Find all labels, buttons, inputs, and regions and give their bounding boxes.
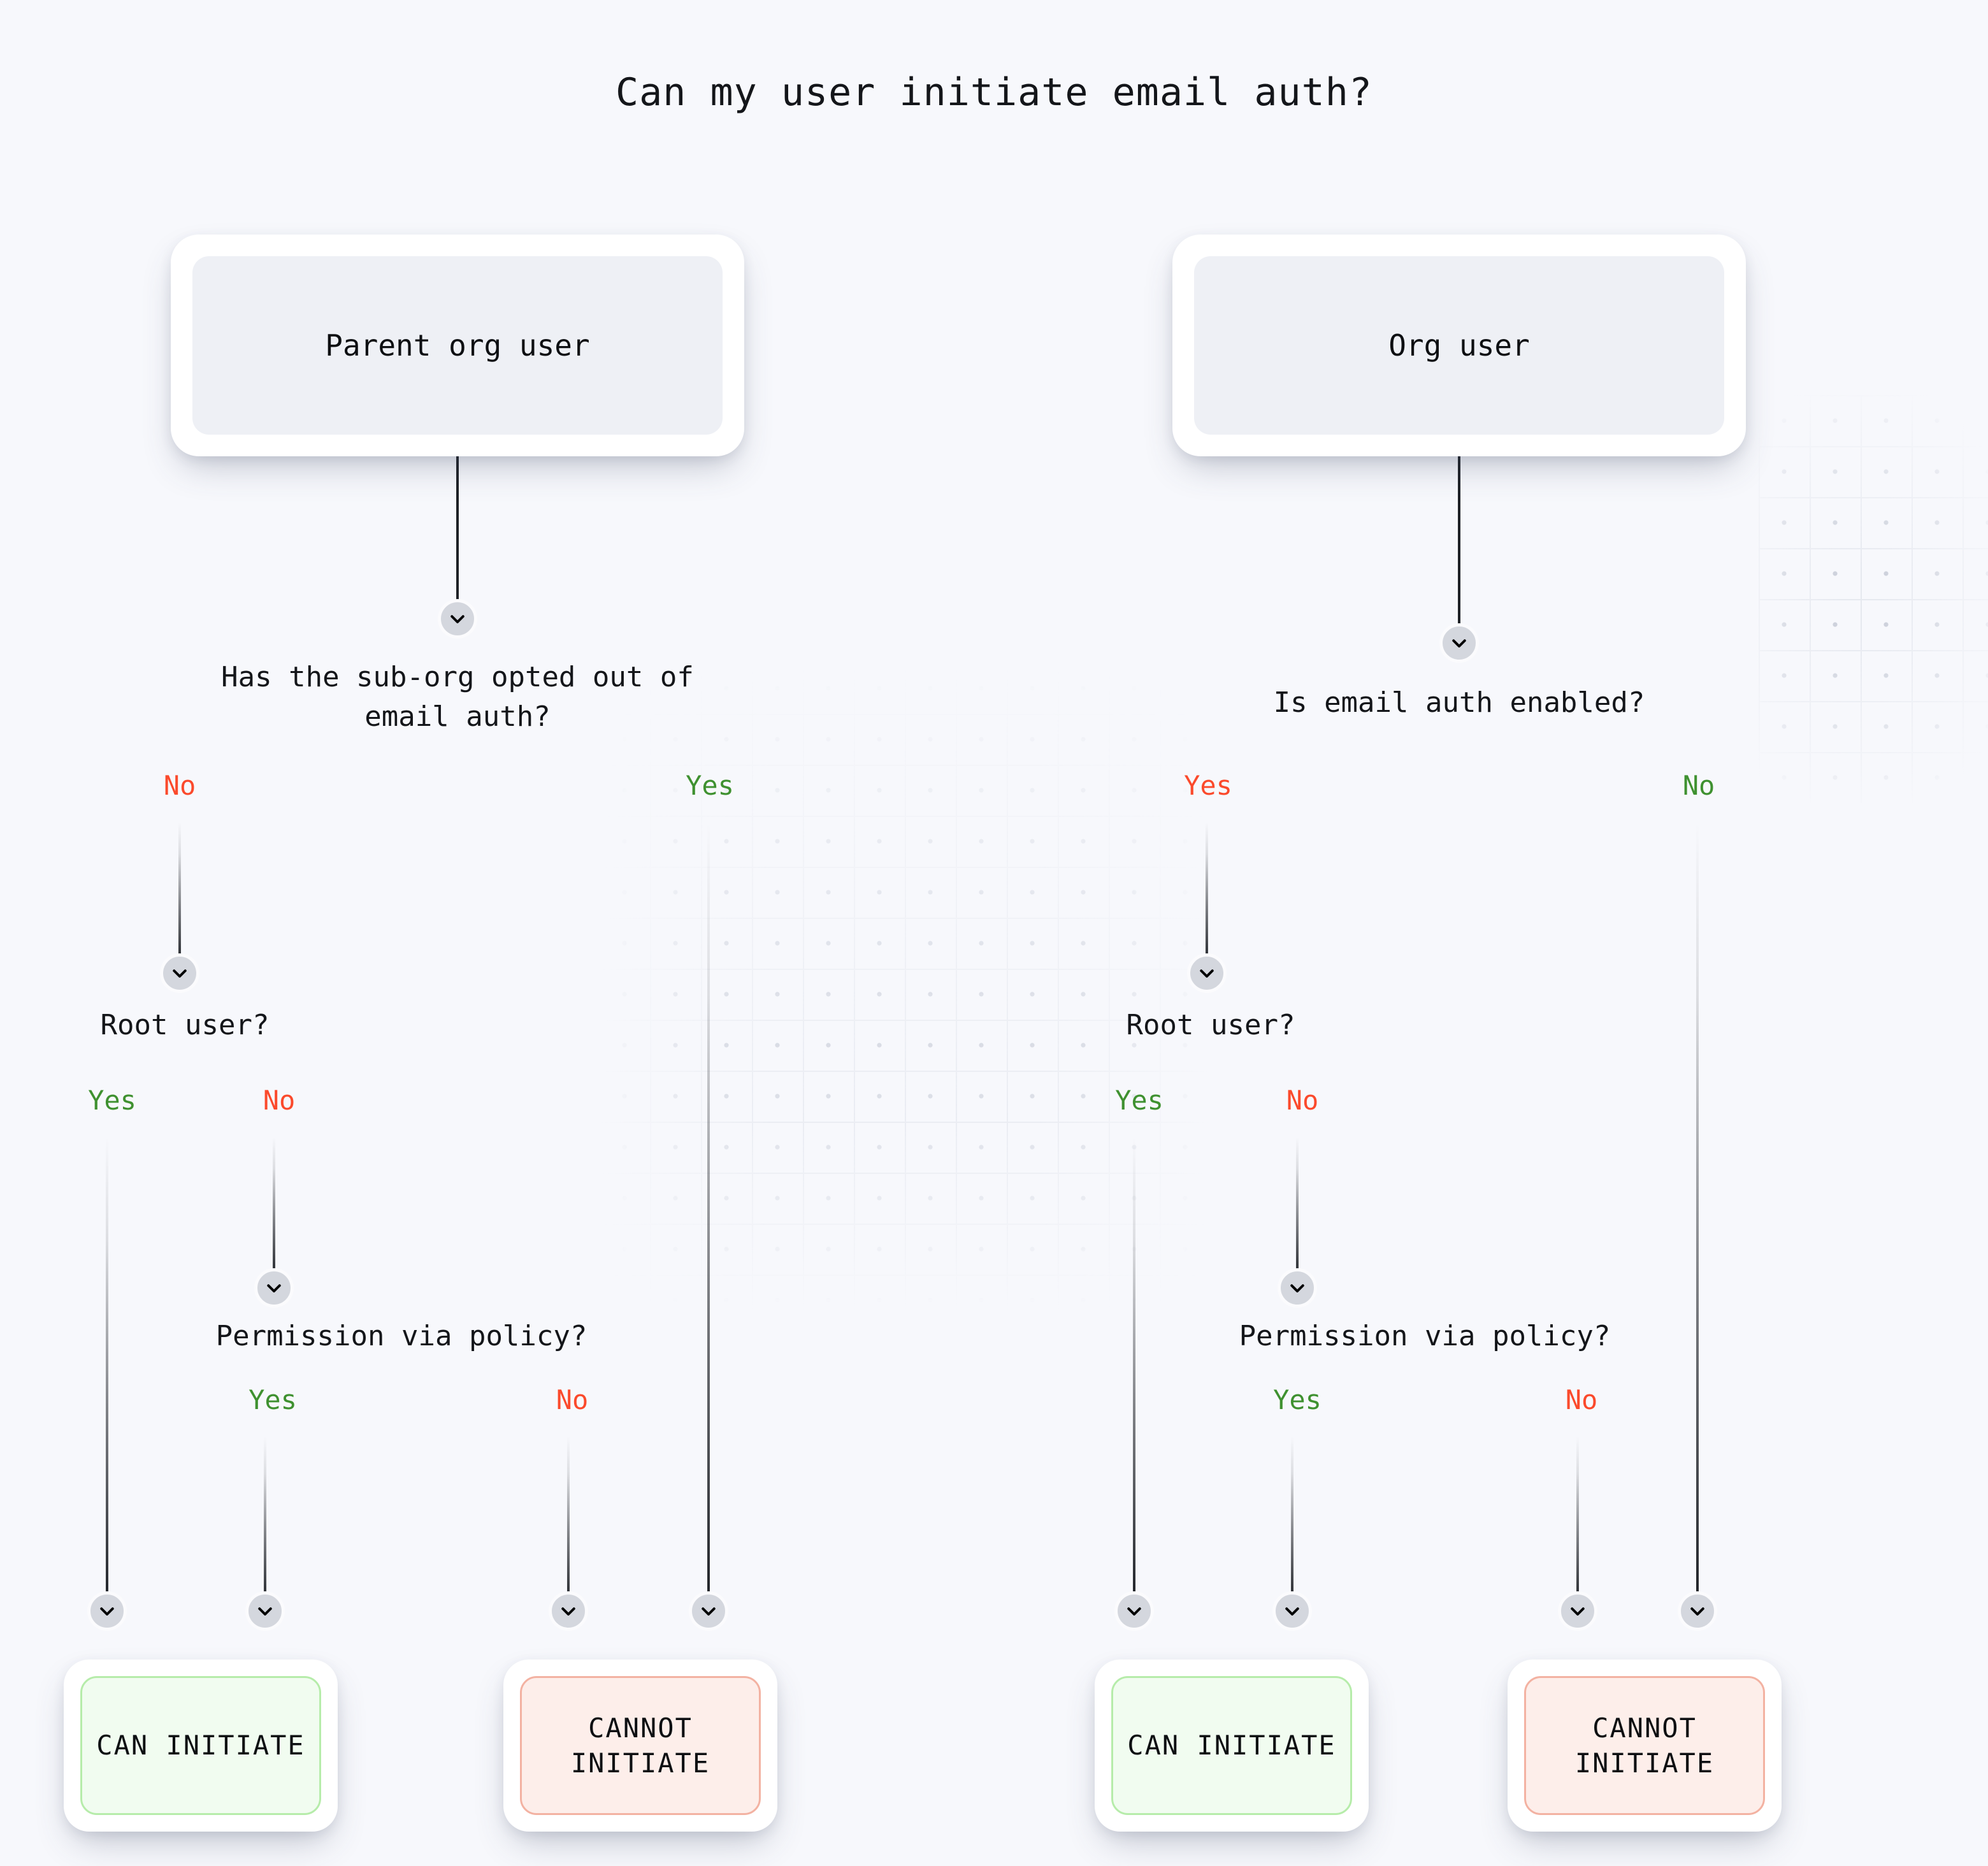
chevron-down-icon [450, 615, 465, 623]
connector-q2yes-to-can-left [106, 1137, 108, 1606]
background-dots-center [599, 663, 1211, 1313]
branch-label-q1-right-left: Yes [686, 770, 734, 801]
connector-q1yes-to-cannot [707, 822, 710, 1606]
chevron-node-rq1yes-to-q2[interactable] [1187, 953, 1227, 993]
chevron-down-icon [100, 1607, 114, 1616]
chevron-down-icon [267, 1284, 281, 1292]
question-permission-policy-left: Permission via policy? [215, 1320, 587, 1352]
chevron-node-q3no-to-cannot-left[interactable] [549, 1591, 588, 1631]
question-email-auth-enabled: Is email auth enabled? [1273, 686, 1645, 719]
connector-rq2no-to-q3 [1296, 1137, 1299, 1281]
connector-parent-to-q1 [456, 456, 459, 612]
chevron-down-icon [258, 1607, 272, 1616]
node-parent-org-user-label: Parent org user [192, 256, 723, 435]
chevron-node-rq2yes-to-can[interactable] [1114, 1591, 1154, 1631]
chevron-down-icon [1571, 1607, 1585, 1616]
chevron-node-org-to-q1[interactable] [1439, 623, 1479, 663]
connector-org-to-q1 [1458, 456, 1460, 625]
chevron-down-icon [1452, 639, 1466, 647]
chevron-down-icon [1200, 969, 1214, 978]
branch-label-q3-left-right: Yes [1273, 1384, 1322, 1415]
question-permission-policy-right: Permission via policy? [1239, 1320, 1611, 1352]
question-root-user-right: Root user? [1126, 1009, 1295, 1041]
background-grid-center [599, 663, 1211, 1313]
chevron-down-icon [702, 1607, 716, 1616]
node-parent-org-user[interactable]: Parent org user [171, 235, 744, 456]
connector-q1no-to-q2 [178, 822, 181, 966]
outcome-cannot-initiate-right-label: CANNOT INITIATE [1524, 1676, 1765, 1815]
chevron-node-q2yes-to-can-left[interactable] [87, 1591, 127, 1631]
branch-label-q2-right-right: No [1286, 1085, 1319, 1116]
connector-q3no-to-cannot-left [567, 1436, 570, 1606]
chevron-node-q3yes-to-can-left[interactable] [245, 1591, 285, 1631]
branch-label-q2-right-left: No [263, 1085, 296, 1116]
chevron-down-icon [1127, 1607, 1141, 1616]
chevron-down-icon [173, 969, 187, 978]
outcome-can-initiate-right[interactable]: CAN INITIATE [1095, 1660, 1369, 1832]
connector-rq1yes-to-q2 [1206, 822, 1208, 966]
branch-label-q3-left-left: Yes [248, 1384, 297, 1415]
chevron-node-rq2no-to-q3[interactable] [1278, 1268, 1317, 1308]
page-title: Can my user initiate email auth? [616, 70, 1372, 115]
connector-rq3yes-to-can [1291, 1436, 1293, 1606]
background-grid-right [1759, 395, 1988, 803]
chevron-down-icon [1285, 1607, 1299, 1616]
branch-label-q1-left-left: No [163, 770, 196, 801]
chevron-node-q1yes-to-cannot[interactable] [689, 1591, 728, 1631]
branch-label-q3-right-right: No [1565, 1384, 1598, 1415]
outcome-can-initiate-right-label: CAN INITIATE [1111, 1676, 1352, 1815]
chevron-node-rq3yes-to-can[interactable] [1272, 1591, 1312, 1631]
connector-q2no-to-q3-left [273, 1137, 275, 1281]
outcome-cannot-initiate-right[interactable]: CANNOT INITIATE [1508, 1660, 1782, 1832]
chevron-node-q2no-to-q3-left[interactable] [254, 1268, 294, 1308]
chevron-node-rq1no-to-cannot[interactable] [1678, 1591, 1717, 1631]
outcome-cannot-initiate-left-label: CANNOT INITIATE [520, 1676, 761, 1815]
connector-rq1no-to-cannot [1696, 822, 1699, 1606]
question-sub-org-opted-out: Has the sub-org opted out of email auth? [221, 661, 694, 734]
branch-label-q3-right-left: No [556, 1384, 589, 1415]
chevron-down-icon [1290, 1284, 1304, 1292]
branch-label-q1-left-right: Yes [1184, 770, 1232, 801]
connector-rq2yes-to-can [1133, 1137, 1135, 1606]
chevron-node-rq3no-to-cannot[interactable] [1558, 1591, 1597, 1631]
connector-rq3no-to-cannot [1576, 1436, 1579, 1606]
chevron-node-q1no-to-q2[interactable] [160, 953, 199, 993]
node-org-user-label: Org user [1194, 256, 1724, 435]
outcome-can-initiate-left[interactable]: CAN INITIATE [64, 1660, 338, 1832]
branch-label-q1-right-right: No [1682, 770, 1715, 801]
node-org-user[interactable]: Org user [1172, 235, 1746, 456]
outcome-can-initiate-left-label: CAN INITIATE [80, 1676, 321, 1815]
branch-label-q2-left-right: Yes [1115, 1085, 1163, 1116]
connector-q3yes-to-can-left [264, 1436, 266, 1606]
background-dots-right [1759, 395, 1988, 803]
chevron-node-parent-to-q1[interactable] [438, 599, 477, 639]
outcome-cannot-initiate-left[interactable]: CANNOT INITIATE [503, 1660, 777, 1832]
chevron-down-icon [561, 1607, 575, 1616]
branch-label-q2-left-left: Yes [88, 1085, 136, 1116]
question-root-user-left: Root user? [100, 1009, 270, 1041]
chevron-down-icon [1690, 1607, 1704, 1616]
